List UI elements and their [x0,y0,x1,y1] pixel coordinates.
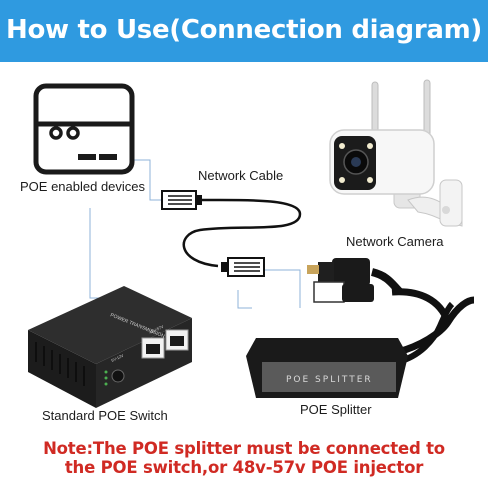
switch-label: Standard POE Switch [42,408,168,423]
poe-devices-label: POE enabled devices [20,179,146,194]
rj45-plug-upper [161,190,202,210]
splitter-label: POE Splitter [300,402,372,417]
switch-port-text: 48V-57V [148,324,164,335]
switch-power-text: 5V-12V [110,353,124,363]
note-line-1: Note:The POE splitter must be connected … [43,439,445,458]
splitter-body-text: POE SPLITTER [286,375,373,385]
note-line-2: the POE switch,or 48v-57v POE injector [64,458,424,477]
header-banner: How to Use(Connection diagram) [0,0,488,62]
poe-splitter-image: POE SPLITTER [246,258,475,398]
network-camera-label: Network Camera [346,234,444,249]
poe-switch-image: POWER TRANSMISSION 48V-57V 5V-12V [28,286,192,408]
page-title: How to Use(Connection diagram) [6,15,482,45]
network-camera-image [329,79,463,227]
network-cable-label: Network Cable [198,168,284,183]
network-cable [161,190,302,277]
poe-device-icon [33,83,135,175]
rj45-plug-lower [221,257,265,277]
